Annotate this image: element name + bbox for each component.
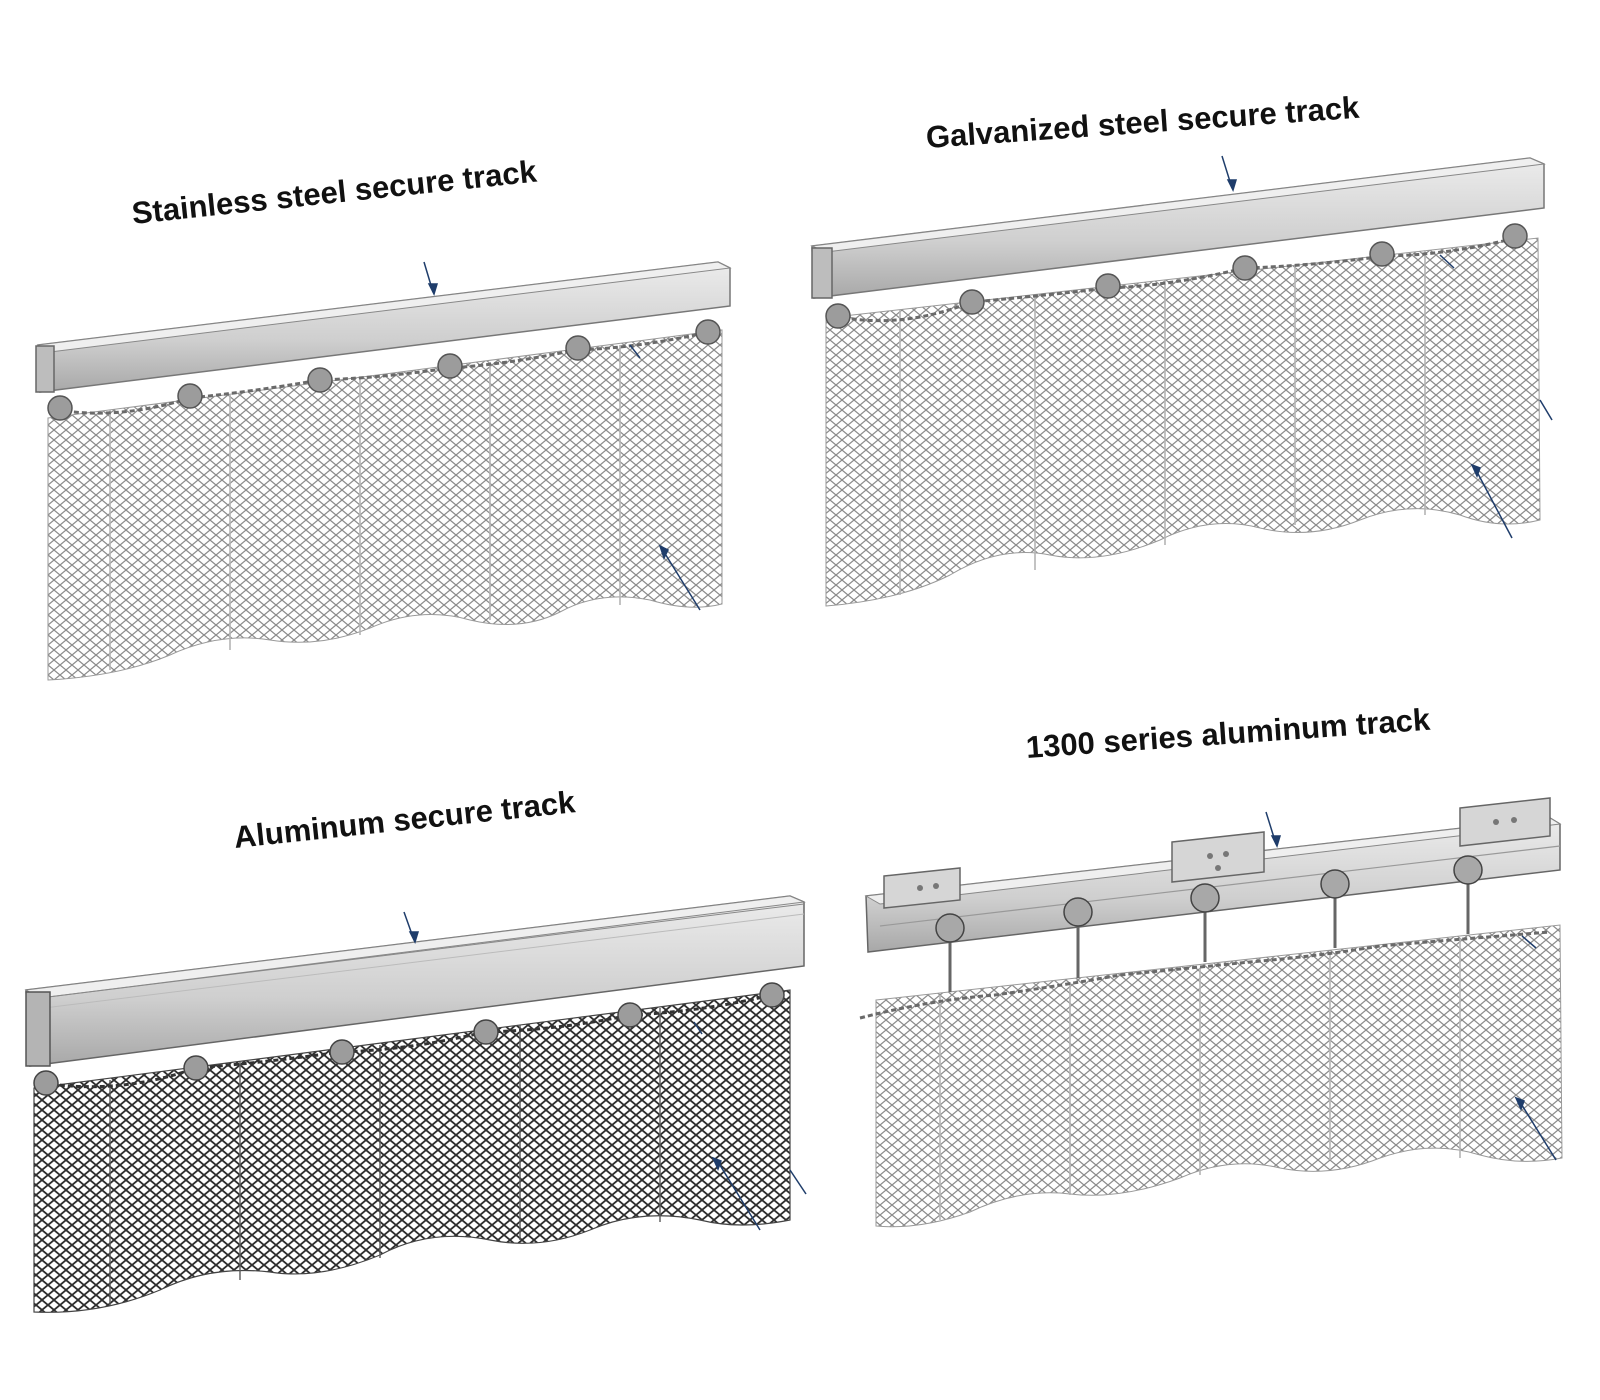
panel-stainless-steel-track: Stainless steel secure track bbox=[0, 0, 800, 700]
pointer-arrows bbox=[1265, 811, 1557, 1161]
pointer-arrows bbox=[1221, 155, 1553, 539]
pointer-arrows bbox=[423, 261, 701, 611]
mesh-curtain bbox=[875, 924, 1563, 1228]
pointer-arrows bbox=[403, 911, 807, 1231]
track-carriers bbox=[47, 319, 721, 421]
track-carriers bbox=[935, 855, 1483, 943]
panel-galvanized-steel-track: Galvanized steel secure track bbox=[800, 0, 1600, 700]
mesh-curtain bbox=[47, 329, 723, 681]
stainless-track-illustration bbox=[35, 261, 732, 681]
series1300-track-illustration bbox=[859, 797, 1563, 1228]
panel-1300-series-aluminum-track: 1300 series aluminum track bbox=[820, 700, 1600, 1400]
mesh-curtain bbox=[33, 989, 791, 1313]
galvanized-track-illustration bbox=[810, 155, 1553, 607]
track-carriers bbox=[825, 223, 1528, 329]
mesh-curtain bbox=[825, 237, 1541, 607]
aluminum-track-illustration bbox=[24, 895, 807, 1313]
panel-aluminum-track: Aluminum secure track bbox=[0, 700, 820, 1400]
track-carriers bbox=[33, 982, 785, 1096]
